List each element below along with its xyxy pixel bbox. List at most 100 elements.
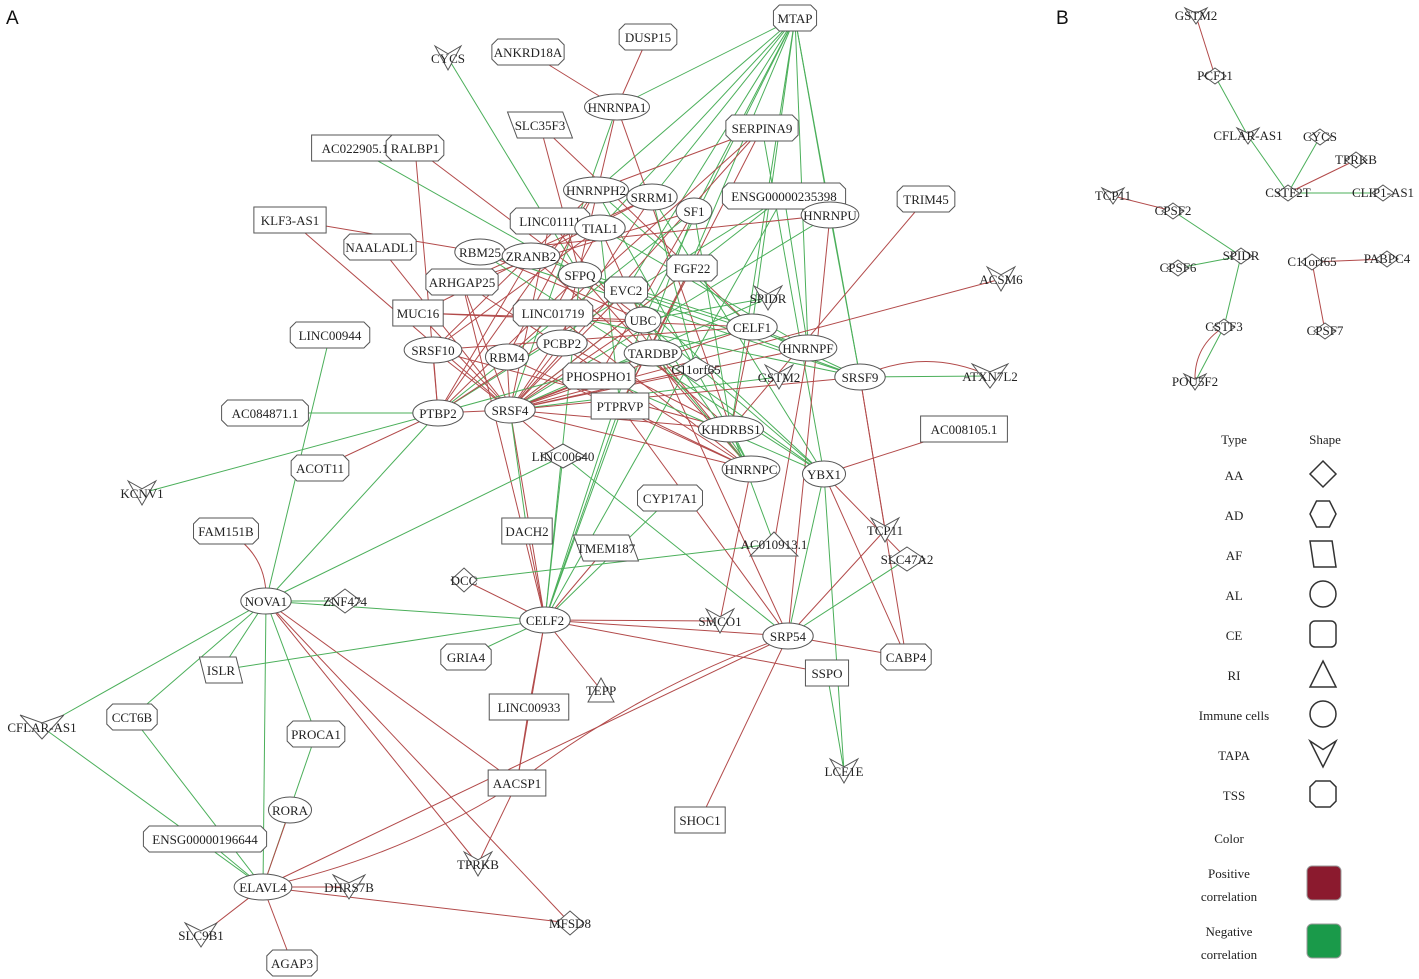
a-node-shape-arhgap25 <box>425 268 499 296</box>
legend-color-swatch <box>1306 923 1342 959</box>
a-edge-ybx1-cabp4 <box>823 473 907 658</box>
a-node-label-tial1: TIAL1 <box>582 221 618 236</box>
a-node-shape-hnrnpf <box>778 334 838 362</box>
a-node-zranb2: ZRANB2 <box>501 242 561 270</box>
a-node-label-proca1: PROCA1 <box>291 727 341 742</box>
a-node-slc35f3: SLC35F3 <box>506 111 574 139</box>
a-node-ralbp1: RALBP1 <box>385 134 445 162</box>
a-node-label-dusp15: DUSP15 <box>625 30 671 45</box>
a-node-ac022905: AC022905.1 <box>311 134 399 162</box>
a-node-hnrnph2: HNRNPH2 <box>563 176 629 204</box>
a-node-label-celf1: CELF1 <box>733 320 771 335</box>
a-node-shape-c11orf65-a <box>675 356 717 382</box>
a-node-label-linc00933: LINC00933 <box>498 700 561 715</box>
a-edge-nova1-aacsp1 <box>265 600 518 784</box>
a-node-slc9b1: SLC9B1 <box>178 921 224 948</box>
b-node-label-spidr-b: SPIDR <box>1223 248 1260 263</box>
a-node-label-dhrs7b: DHRS7B <box>324 880 374 895</box>
legend-row-aa: AA <box>1225 459 1338 489</box>
a-node-label-srsf4: SRSF4 <box>492 403 529 418</box>
a-node-linc01111: LINC01111 <box>509 207 591 235</box>
a-node-shape-phospho1 <box>562 362 636 390</box>
legend-color-swatch <box>1306 865 1342 901</box>
a-node-shape-proca1 <box>286 720 346 748</box>
a-edge-srrm1-arhgap25 <box>461 196 653 283</box>
a-node-label-acsm6: ACSM6 <box>979 272 1023 287</box>
a-edge-arhgap25-celf2 <box>461 281 546 621</box>
a-edge-celf2-sspo <box>544 619 828 674</box>
a-edge-sspo-lce1e <box>826 672 845 772</box>
a-edge-srp54-aacsp1 <box>516 635 789 784</box>
legend-type-label: RI <box>1228 668 1241 683</box>
a-node-label-aacsp1: AACSP1 <box>493 776 541 791</box>
a-node-label-hnrnpa1: HNRNPA1 <box>588 100 647 115</box>
a-node-label-elavl4: ELAVL4 <box>239 880 287 895</box>
a-node-evc2: EVC2 <box>603 276 649 304</box>
b-node-shape-gstm2-b <box>1183 6 1209 25</box>
a-node-label-c11orf65-a: C11orf65 <box>671 362 720 377</box>
a-node-shape-tepp <box>587 676 615 703</box>
a-edge-nova1-mfsd8 <box>265 600 571 924</box>
a-edge-ptprvp-celf2 <box>544 405 621 621</box>
a-node-pcbp2: PCBP2 <box>536 329 588 357</box>
a-edge-c11orf65-a-srrm1 <box>651 196 697 370</box>
a-node-label-sf1: SF1 <box>684 204 705 219</box>
a-node-shape-ac008105 <box>920 415 1008 443</box>
a-node-label-slc35f3: SLC35F3 <box>515 118 566 133</box>
a-node-atxn7l2: ATXN7L2 <box>962 362 1018 389</box>
legend-shape-triangle-icon <box>1308 659 1338 688</box>
a-edge-tcp11-a-srp54 <box>787 529 886 637</box>
a-node-label-fgf22: FGF22 <box>674 261 711 276</box>
a-node-shape-linc00933 <box>488 693 570 721</box>
a-node-shape-trim45 <box>896 185 956 213</box>
a-node-label-ralbp1: RALBP1 <box>391 141 439 156</box>
a-edge-tial1-srsf10 <box>432 227 601 351</box>
a-node-shape-cabp4 <box>880 643 932 671</box>
a-node-acsm6: ACSM6 <box>979 265 1023 292</box>
a-edge-ensg235398-hnrnpf <box>783 195 809 349</box>
a-edge-fgf22-srsf4 <box>509 267 693 411</box>
b-node-pcf11: PCF11 <box>1197 67 1233 85</box>
a-node-dusp15: DUSP15 <box>618 23 678 51</box>
a-node-label-naaladl1: NAALADL1 <box>345 240 414 255</box>
a-node-label-srp54: SRP54 <box>770 629 807 644</box>
a-node-shape-srrm1 <box>626 183 678 211</box>
a-node-shape-smco1 <box>704 607 736 634</box>
a-node-label-smco1: SMCO1 <box>698 614 741 629</box>
b-node-shape-tcp11-b <box>1100 186 1126 205</box>
a-node-label-linc00944: LINC00944 <box>299 328 362 343</box>
a-node-srsf9: SRSF9 <box>834 363 886 391</box>
a-node-shape-ptbp2 <box>412 399 464 427</box>
a-node-label-mtap: MTAP <box>777 11 812 26</box>
b-node-cflaras1-b: CFLAR-AS1 <box>1213 126 1283 145</box>
panel-label-a: A <box>6 8 19 29</box>
a-node-label-islr: ISLR <box>207 663 236 678</box>
a-edge-hnrnpu-srp54 <box>787 214 831 637</box>
a-node-naaladl1: NAALADL1 <box>343 233 417 261</box>
a-node-shape-aacsp1 <box>487 769 547 797</box>
a-node-shape-fam151b <box>193 517 259 545</box>
b-node-shape-cpsf2 <box>1161 202 1185 220</box>
a-edge-ybx1-slc47a2 <box>823 473 908 560</box>
a-node-sf1: SF1 <box>675 197 713 225</box>
a-node-shape-ac022905 <box>311 134 399 162</box>
a-node-phospho1: PHOSPHO1 <box>562 362 636 390</box>
a-node-hnrnpu: HNRNPU <box>800 201 860 229</box>
legend-color-label-line1: Positive <box>1208 866 1250 881</box>
a-node-label-slc47a2: SLC47A2 <box>881 552 934 567</box>
a-node-label-tmem187: TMEM187 <box>577 541 636 556</box>
a-node-shape-cycs-a <box>433 44 463 72</box>
legend-type-label: TAPA <box>1218 748 1250 763</box>
b-node-cpsf2: CPSF2 <box>1155 202 1191 220</box>
b-node-shape-tprkb-b <box>1344 151 1368 169</box>
a-node-shape-sfpq <box>557 261 603 289</box>
a-node-label-lce1e: LCE1E <box>825 764 864 779</box>
a-node-hnrnpa1: HNRNPA1 <box>584 93 650 121</box>
a-node-label-ensg196644: ENSG00000196644 <box>152 832 258 847</box>
a-node-label-srsf9: SRSF9 <box>842 370 879 385</box>
a-node-label-hnrnph2: HNRNPH2 <box>566 183 626 198</box>
a-node-shape-zranb2 <box>501 242 561 270</box>
a-node-shape-gstm2-a <box>763 363 795 390</box>
